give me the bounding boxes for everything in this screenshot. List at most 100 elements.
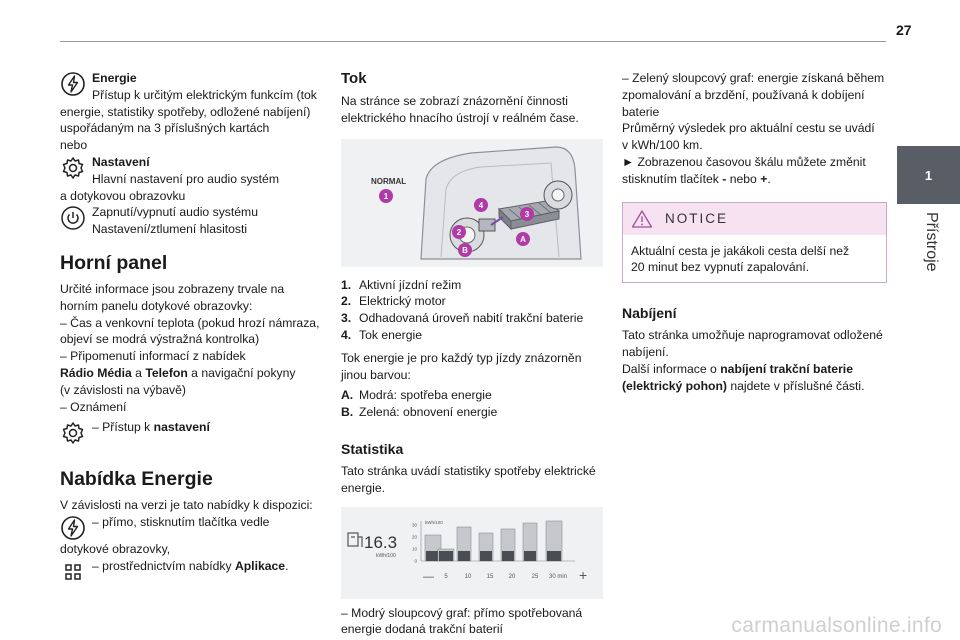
marker-2: 2 xyxy=(452,224,466,239)
color-legend-key: B. xyxy=(341,405,354,420)
tok-type-1: Tok energie je pro každý typ jízdy znázo… xyxy=(341,350,582,365)
horni-panel-heading: Horní panel xyxy=(60,251,168,274)
zoom-minus[interactable]: — xyxy=(423,571,434,583)
marker-1: 1 xyxy=(379,188,393,203)
nabidka-energie-heading: Nabídka Energie xyxy=(60,468,213,491)
zeleny-line-3: baterie xyxy=(622,104,660,119)
notice-title: NOTICE xyxy=(665,211,729,227)
color-legend-item: B.Zelená: obnovení energie xyxy=(341,404,603,421)
bar-segment xyxy=(480,550,492,561)
power-icon xyxy=(60,204,92,231)
consumption-icon xyxy=(347,531,363,547)
lightning-icon xyxy=(60,70,92,97)
y-tick-label: 20 xyxy=(412,534,418,539)
nabijeni-line-1: Tato stránka umožňuje naprogramovat odlo… xyxy=(622,328,883,343)
tok-line-1: Na stránce se zobrazí znázornění činnost… xyxy=(341,94,568,108)
rear-wheel xyxy=(543,180,573,210)
bar-segment xyxy=(524,550,536,561)
chapter-tab-number: 1 xyxy=(924,167,933,183)
aplikace-text: Aplikace xyxy=(234,558,286,573)
color-legend-item: A.Modrá: spotřeba energie xyxy=(341,387,603,404)
marker-1-label: 1 xyxy=(384,192,389,201)
tok-legend-value: Elektrický motor xyxy=(359,294,446,309)
bar-segment xyxy=(458,550,470,561)
mode-label: NORMAL xyxy=(371,177,406,186)
tok-type-2: jinou barvou: xyxy=(341,367,411,382)
horni-line-8: – Oznámení xyxy=(60,399,127,414)
period: . xyxy=(767,171,771,186)
marker-3-label: 3 xyxy=(525,210,530,219)
tok-legend-item: 1. Aktivní jízdní režim xyxy=(341,277,603,294)
horni-line-1: Určité informace jsou zobrazeny trvale n… xyxy=(60,281,285,296)
modry-line-2: energie dodaná trakční baterií xyxy=(341,622,503,637)
arrow-line-2: stisknutím tlačítek - nebo +. xyxy=(622,171,887,188)
pristup-item: – Přístup k nastavení xyxy=(60,419,322,446)
tok-legend-item: 4.Tok energie xyxy=(341,327,603,344)
tok-legend-value: Odhadovaná úroveň nabití trakční baterie xyxy=(359,311,584,326)
horni-line-6-rest: a navigační pokyny xyxy=(187,365,296,380)
energie-title: Energie xyxy=(92,71,137,85)
tok-heading: Tok xyxy=(341,70,367,87)
lightning-icon-small xyxy=(60,514,92,541)
nebo-word: nebo xyxy=(726,171,761,186)
arrow-line-1: ► Zobrazenou časovou škálu můžete změnit xyxy=(622,154,866,169)
nabidka-line-3: dotykové obrazovky, xyxy=(60,542,171,557)
apps-grid-icon xyxy=(60,558,92,585)
marker-4: 4 xyxy=(474,197,488,212)
nabijeni-line-3-prefix: Další informace o xyxy=(622,361,721,376)
nastaveni-item: Nastavení Hlavní nastavení pro audio sys… xyxy=(60,154,322,188)
marker-2-label: 2 xyxy=(457,228,462,237)
avg-value: 16.3 xyxy=(364,533,397,552)
radio-media-text: Rádio Média xyxy=(60,365,132,380)
nabidka-line-4-prefix: – prostřednictvím nabídky xyxy=(92,558,235,573)
gear-icon xyxy=(60,154,92,181)
pristup-bold: nastavení xyxy=(153,420,210,435)
chapter-label: Přístroje xyxy=(920,212,940,292)
notice-box: NOTICE Aktuální cesta je jakákoli cesta … xyxy=(622,201,887,284)
plus-key: + xyxy=(760,171,768,186)
horni-line-3: – Čas a venkovní teplota (pokud hrozí ná… xyxy=(60,315,320,330)
y-tick-label: 10 xyxy=(412,546,418,551)
horni-line-4: objeví se modrá výstražná kontrolka) xyxy=(60,332,260,347)
tok-legend-key: 3. xyxy=(341,311,352,326)
notice-line-2: 20 minut bez vypnutí zapalování. xyxy=(631,260,810,275)
nastaveni-desc-1: Hlavní nastavení pro audio systém xyxy=(92,171,279,186)
zoom-plus[interactable]: + xyxy=(579,567,587,583)
tok-legend-value: Aktivní jízdní režim xyxy=(359,277,462,292)
marker-A-label: A xyxy=(520,235,526,244)
energie-item: Energie Přístup k určitým elektrickým fu… xyxy=(60,70,322,104)
x-tick-label: 10 xyxy=(465,574,472,580)
and-text: a xyxy=(131,365,146,380)
nabijeni-heading: Nabíjení xyxy=(622,305,677,322)
nastaveni-title: Nastavení xyxy=(92,154,150,169)
pristup-prefix: – Přístup k xyxy=(92,420,154,435)
stat-line-2: energie. xyxy=(341,480,386,495)
battery-pack xyxy=(497,200,561,230)
power-line-1: Zapnutí/vypnutí audio systému xyxy=(92,205,258,220)
zeleny-line-2: zpomalování a brzdění, používaná k dobíj… xyxy=(622,87,865,102)
color-legend-key: A. xyxy=(341,388,354,403)
gear-icon-small xyxy=(60,419,92,446)
nabidka-line-4-end: . xyxy=(285,558,289,573)
nabidka-direct-item: – přímo, stisknutím tlačítka vedle xyxy=(60,514,322,541)
bar-segment xyxy=(439,550,453,561)
nabijeni-line-4-rest: najdete v příslušné části. xyxy=(726,378,865,393)
nabijeni-link: nabíjení trakční baterie xyxy=(720,361,853,376)
y-unit: kWh/100 xyxy=(425,520,443,525)
modry-line-1: – Modrý sloupcový graf: přímo spotřebova… xyxy=(341,605,583,620)
marker-4-label: 4 xyxy=(479,201,484,210)
tok-legend-key: 1. xyxy=(341,277,352,292)
tok-legend-item: 3. Odhadovaná úroveň nabití trakční bater… xyxy=(341,310,603,327)
x-tick-label: 20 xyxy=(509,574,516,580)
nastaveni-desc-2: a dotykovou obrazovku xyxy=(60,188,186,203)
tok-legend-item: 2.Elektrický motor xyxy=(341,293,603,310)
avg-unit: kWh/100 xyxy=(376,553,396,559)
horni-line-5: – Připomenutí informací z nabídek xyxy=(60,349,246,364)
chapter-tab[interactable]: 1 xyxy=(897,146,960,204)
nabijeni-line-4: (elektrický pohon) najdete v příslušné č… xyxy=(622,378,887,395)
x-tick-label: 25 xyxy=(532,574,539,580)
y-tick-label: 30 xyxy=(412,522,418,527)
energie-desc-1: Přístup k určitým elektrickým funkcím (t… xyxy=(92,87,317,102)
